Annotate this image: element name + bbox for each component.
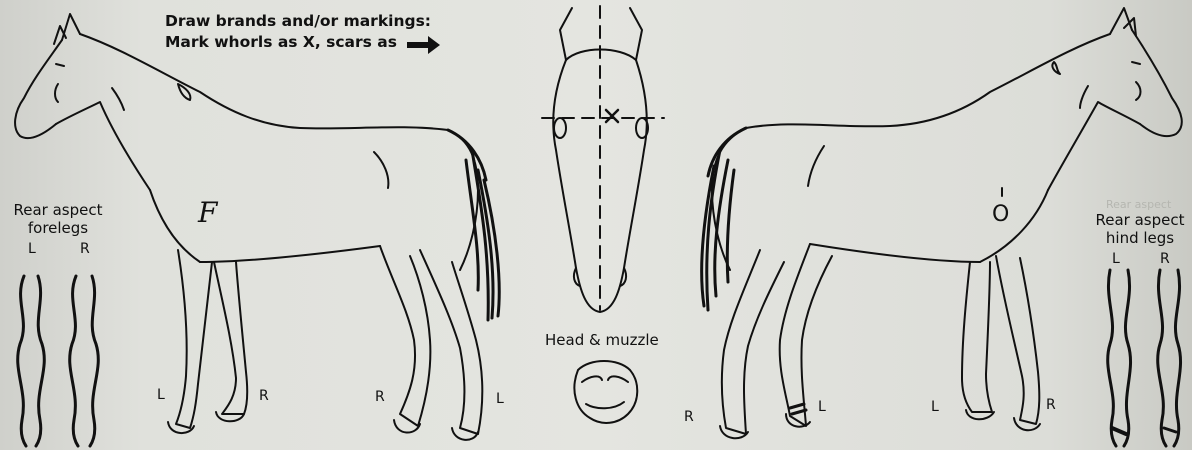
hindlegs-title-line2: hind legs xyxy=(1088,229,1192,247)
right-horse-leg-label: R xyxy=(1046,396,1056,414)
left-horse-leg-label: R xyxy=(259,387,269,405)
hindlegs-title-line1: Rear aspect xyxy=(1088,211,1192,229)
instructions-line2: Mark whorls as X, scars as xyxy=(165,32,397,53)
instructions: Draw brands and/or markings: Mark whorls… xyxy=(165,11,431,53)
hindlegs-title: Rear aspect hind legs xyxy=(1088,211,1192,247)
left-horse-tail xyxy=(448,130,499,320)
right-horse-brand: O xyxy=(992,203,1009,227)
left-horse-leg-label: R xyxy=(375,388,385,406)
left-horse-leg-label: L xyxy=(157,386,165,404)
right-horse-tail xyxy=(702,128,746,310)
instructions-line1: Draw brands and/or markings: xyxy=(165,11,431,32)
left-horse-brand: F xyxy=(198,198,217,228)
left-horse-leg-label: L xyxy=(496,390,504,408)
right-horse-leg-label: L xyxy=(818,398,826,416)
right-horse-leg-label: R xyxy=(684,408,694,426)
forelegs-left-label: L xyxy=(28,240,36,258)
hindlegs-left-label: L xyxy=(1112,250,1120,268)
head-muzzle-label: Head & muzzle xyxy=(545,331,659,349)
right-horse-leg-label: L xyxy=(931,398,939,416)
forelegs-title: Rear aspect forelegs xyxy=(6,201,110,237)
forelegs-title-line1: Rear aspect xyxy=(6,201,110,219)
whorl-x-icon xyxy=(606,110,618,122)
hindlegs-right-label: R xyxy=(1160,250,1170,268)
hindlegs-rear-aspect xyxy=(1108,270,1181,446)
forelegs-rear-aspect xyxy=(18,276,99,446)
forelegs-right-label: R xyxy=(80,240,90,258)
forelegs-title-line2: forelegs xyxy=(6,219,110,237)
front-head-outline xyxy=(542,6,664,423)
